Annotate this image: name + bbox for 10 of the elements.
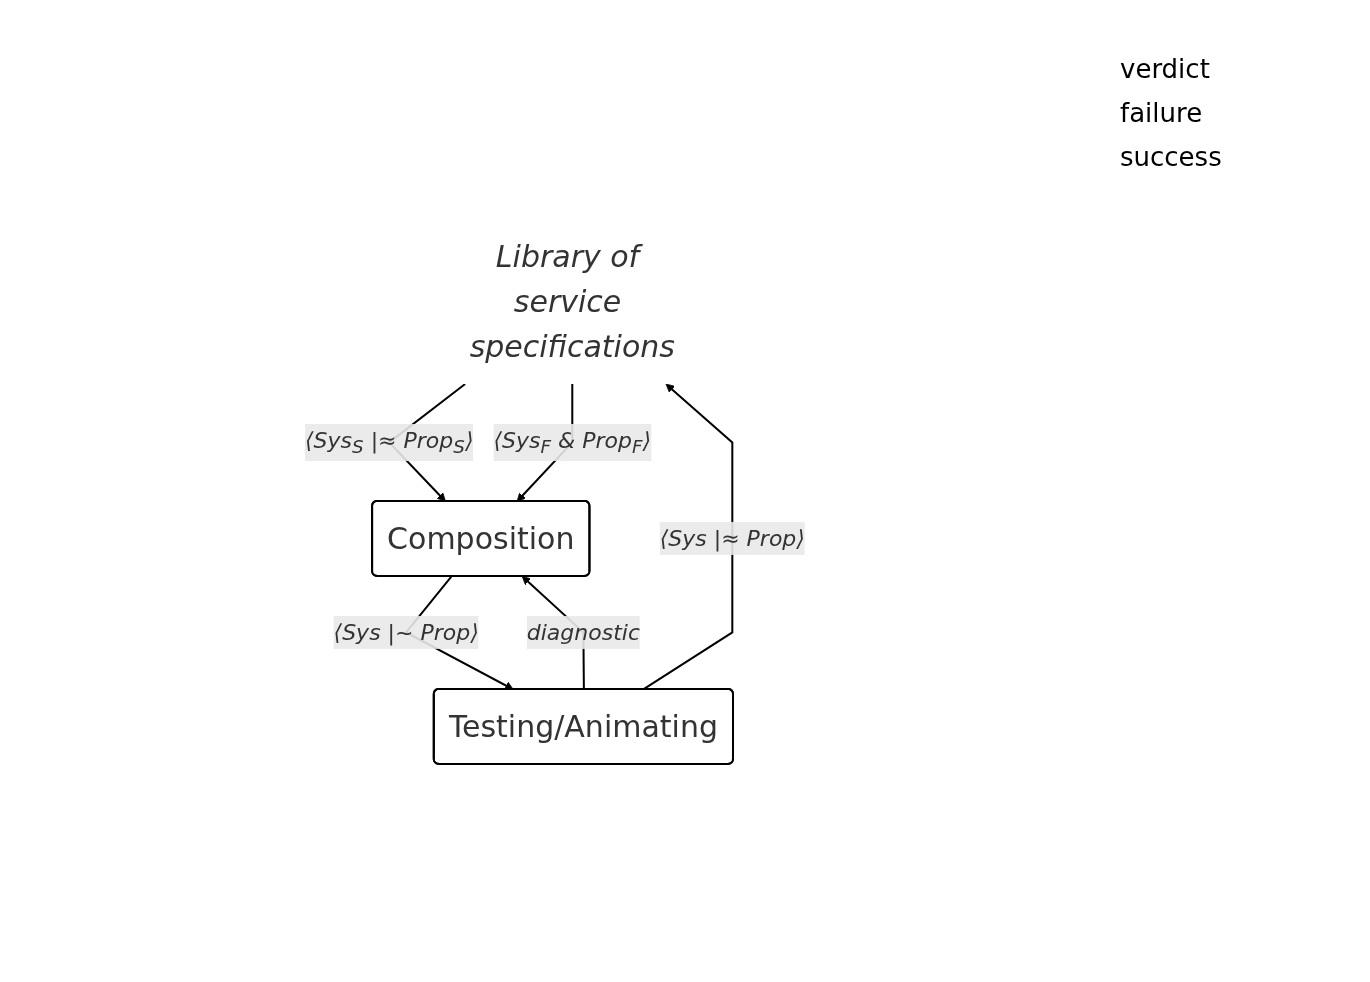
note-label: success (1120, 142, 1223, 172)
edge-label: ⟨Sys$_{S}$ |≈ Prop$_{S}$⟩ (305, 427, 474, 457)
edge-label: ⟨Sys |~ Prop⟩ (333, 619, 479, 645)
node-text: Library of service specifications (469, 238, 675, 364)
arrow (642, 383, 734, 690)
note-label: verdict (1120, 54, 1211, 84)
edge-label: diagnostic (526, 619, 641, 645)
edge-label: ⟨Sys$_{F}$ & Prop$_{F}$⟩ (493, 427, 652, 457)
note-label: failure (1120, 98, 1204, 128)
edge-label: ⟨Sys |≈ Prop⟩ (659, 525, 805, 551)
